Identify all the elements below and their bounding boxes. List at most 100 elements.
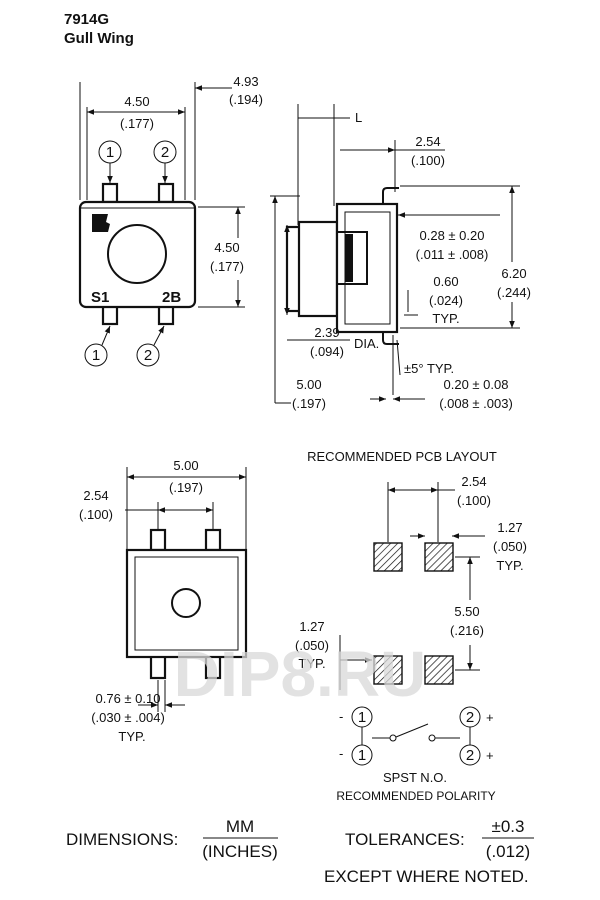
dim-overall-mm: 4.93	[233, 74, 258, 89]
pcb-pad-in: (.050)	[493, 539, 527, 554]
dim-d-in: (.244)	[497, 285, 531, 300]
dim-e-note: DIA.	[354, 336, 379, 351]
dim-lead-mm: 0.76 ± 0.10	[96, 691, 161, 706]
dim-lead-note: TYP.	[118, 729, 145, 744]
dim-g-mm: 0.20 ± 0.08	[444, 377, 509, 392]
angle-note: ±5° TYP.	[404, 361, 454, 376]
pcb-pad	[424, 542, 454, 572]
dim-overall-in: (.194)	[229, 92, 263, 107]
dim-f-in: (.197)	[292, 396, 326, 411]
lead	[157, 304, 175, 326]
lead	[204, 528, 222, 552]
dim-d-mm: 6.20	[501, 266, 526, 281]
lead	[101, 304, 119, 326]
part-style: Gull Wing	[64, 30, 134, 47]
minus-sign: -	[339, 709, 343, 724]
dim-pitch-mm: 2.54	[83, 488, 108, 503]
pin-label: 1	[106, 144, 114, 161]
cap-side	[297, 220, 339, 318]
dim-height-mm: 4.50	[214, 240, 239, 255]
plus-sign: +	[486, 748, 494, 763]
gull-wing-lead-top	[382, 187, 399, 204]
dim-L: L	[355, 110, 362, 125]
top-view: 4.93 (.194) 4.50 (.177) 1 2 S1 2B 4.50 (	[78, 74, 263, 367]
pin-callout-2	[459, 744, 481, 766]
pin-callout-1	[351, 744, 373, 766]
dim-b-in: (.011 ± .008)	[416, 247, 489, 262]
watermark: DIP8.RU	[174, 638, 427, 710]
tolerances-label: TOLERANCES:	[345, 830, 465, 849]
dim-width-mm: 4.50	[124, 94, 149, 109]
pcb-pad2-note: TYP.	[298, 656, 325, 671]
dimensions-unit-top: MM	[226, 817, 254, 836]
dimensions-unit-bottom: (INCHES)	[202, 842, 278, 861]
pin-label: 2	[144, 347, 152, 364]
pcb-pad	[424, 655, 454, 685]
lead	[149, 654, 167, 680]
pcb-pad	[373, 655, 403, 685]
dim-a-in: (.100)	[411, 153, 445, 168]
contact	[428, 734, 436, 742]
marking-left: S1	[91, 289, 109, 306]
plus-sign: +	[486, 710, 494, 725]
pcb-row-in: (.216)	[450, 623, 484, 638]
pin-label: 2	[161, 144, 169, 161]
dim-e-mm: 2.39	[314, 325, 339, 340]
schematic-pin: 2	[466, 747, 474, 764]
pin-callout-2	[136, 343, 160, 367]
switch-blade	[395, 723, 429, 738]
schematic-pin: 1	[358, 747, 366, 764]
leader-line	[101, 325, 111, 346]
pcb-title: RECOMMENDED PCB LAYOUT	[307, 449, 497, 464]
footer: DIMENSIONS: MM (INCHES) TOLERANCES: ±0.3…	[66, 817, 534, 886]
dim-width-in: (.177)	[120, 116, 154, 131]
pcb-pad-mm: 1.27	[497, 520, 522, 535]
gull-wing-lead-bottom	[382, 332, 399, 345]
dim-c-in: (.024)	[429, 293, 463, 308]
leader-line	[153, 325, 165, 346]
schematic-pin: 1	[358, 709, 366, 726]
schematic-pin: 2	[466, 709, 474, 726]
marking-right: 2B	[162, 289, 181, 306]
body-inner	[134, 556, 239, 651]
actuator	[171, 588, 201, 618]
dim-width-in: (.197)	[169, 480, 203, 495]
pcb-pad2-mm: 1.27	[299, 619, 324, 634]
pcb-pitch-in: (.100)	[457, 493, 491, 508]
window-fill	[345, 234, 353, 282]
pcb-pad	[373, 542, 403, 572]
schematic-subcaption: RECOMMENDED POLARITY	[336, 789, 495, 803]
pcb-pad2-in: (.050)	[295, 638, 329, 653]
actuator	[107, 224, 167, 284]
dim-lead-in: (.030 ± .004)	[91, 710, 165, 725]
dim-a-mm: 2.54	[415, 134, 440, 149]
bottom-view: 5.00 (.197) 2.54 (.100) 0.76 ± 0.10 (.03…	[79, 458, 248, 744]
except-note: EXCEPT WHERE NOTED.	[324, 867, 529, 886]
pcb-layout: RECOMMENDED PCB LAYOUT 2.54 (.100) 1.27 …	[295, 449, 527, 690]
part-number: 7914G	[64, 11, 109, 28]
schematic-caption: SPST N.O.	[383, 770, 447, 785]
pcb-pad-note: TYP.	[496, 558, 523, 573]
lead	[101, 182, 119, 204]
dim-e-in: (.094)	[310, 344, 344, 359]
lead	[157, 182, 175, 204]
dim-c-mm: 0.60	[433, 274, 458, 289]
brand-logo	[92, 214, 110, 232]
switch-body	[125, 548, 248, 659]
window	[336, 231, 368, 285]
tolerance-top: ±0.3	[492, 817, 525, 836]
contact	[389, 734, 397, 742]
dimensions-label: DIMENSIONS:	[66, 830, 178, 849]
pin-callout-1	[84, 343, 108, 367]
dim-pitch-in: (.100)	[79, 507, 113, 522]
pin-label: 1	[92, 347, 100, 364]
dim-height-in: (.177)	[210, 259, 244, 274]
pcb-pitch-mm: 2.54	[461, 474, 486, 489]
dim-c-note: TYP.	[432, 311, 459, 326]
lead	[149, 528, 167, 552]
dim-f-mm: 5.00	[296, 377, 321, 392]
schematic: - 1 2 + - 1 2 + SPST N.O. RECOMMENDED PO…	[336, 706, 496, 803]
pcb-row-mm: 5.50	[454, 604, 479, 619]
dim-g-in: (.008 ± .003)	[439, 396, 513, 411]
